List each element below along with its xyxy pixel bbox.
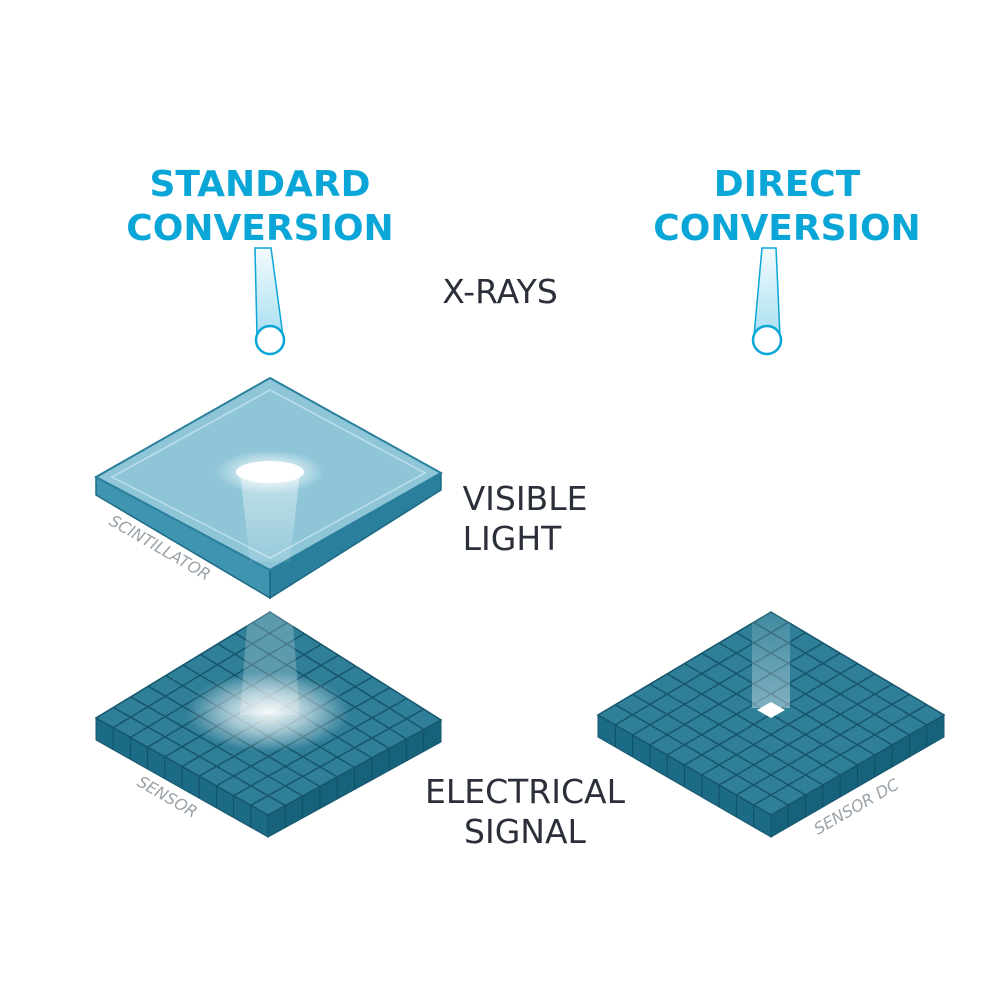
label-visible-line1: VISIBLE [463, 479, 588, 518]
sensor-pixel-hit [752, 612, 790, 718]
label-electrical-line1: ELECTRICAL [425, 772, 626, 811]
direct-heading-line2: CONVERSION [653, 208, 920, 249]
label-electrical-line2: SIGNAL [464, 812, 587, 851]
standard-heading-line1: STANDARD [149, 164, 370, 205]
label-xrays: X-RAYS [442, 272, 558, 311]
scintillator-slab [93, 376, 444, 600]
label-visible-line2: LIGHT [463, 519, 563, 558]
xray-beam-direct [751, 247, 783, 356]
xray-source-icon [751, 324, 783, 356]
xray-beam-standard [254, 247, 286, 356]
direct-heading-line1: DIRECT [714, 164, 861, 205]
xray-source-icon [254, 324, 286, 356]
sensor-glow-standard [186, 612, 350, 752]
standard-heading-line2: CONVERSION [126, 208, 393, 249]
